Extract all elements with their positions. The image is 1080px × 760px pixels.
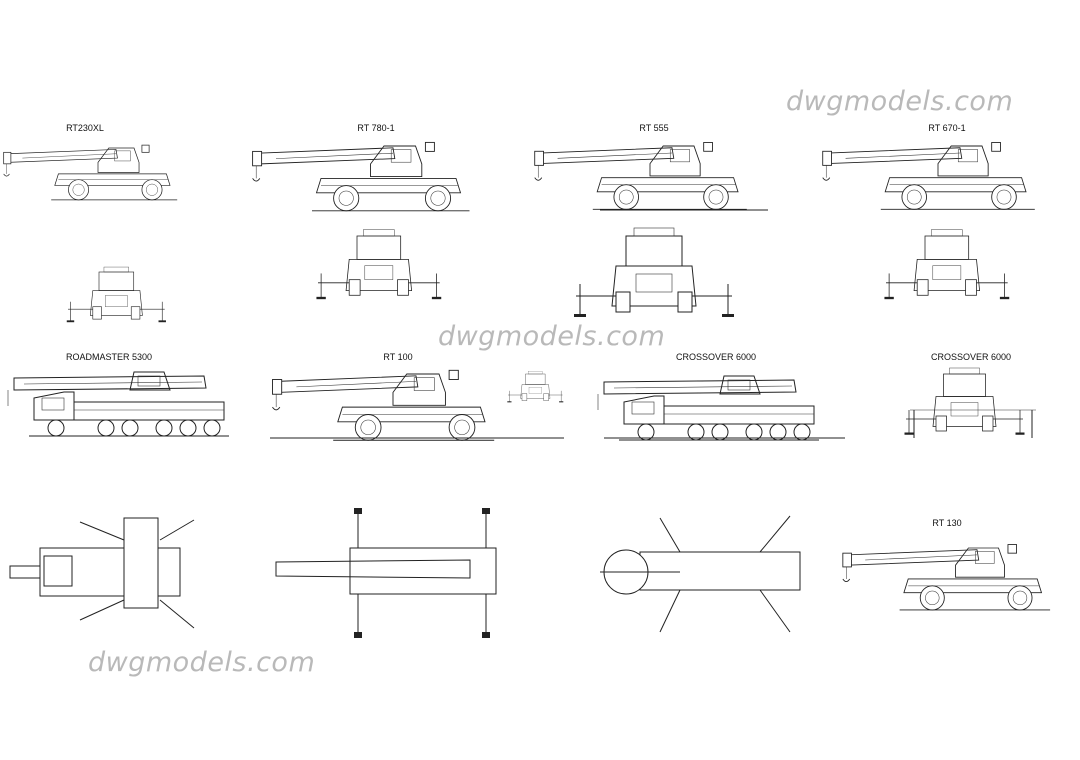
watermark-middle: dwgmodels.com — [438, 321, 666, 352]
roadmaster-top — [9, 517, 195, 629]
label-crossover-a: CROSSOVER 6000 — [675, 352, 757, 362]
rt100-top — [275, 508, 497, 638]
rt670-side — [822, 142, 1036, 210]
rt780-side — [252, 141, 470, 212]
watermark-bottom: dwgmodels.com — [88, 647, 316, 678]
rt230xl-front — [66, 266, 167, 323]
rt670-front — [884, 229, 1010, 300]
rt230xl-side — [3, 144, 178, 201]
label-rt230xl: RT230XL — [66, 123, 104, 133]
label-crossover-b: CROSSOVER 6000 — [930, 352, 1012, 362]
label-roadmaster: ROADMASTER 5300 — [65, 352, 153, 362]
watermark-top: dwgmodels.com — [786, 86, 1014, 117]
label-rt100: RT 100 — [383, 352, 413, 362]
crossover-top — [600, 515, 801, 633]
label-rt555: RT 555 — [639, 123, 669, 133]
crossover-side — [597, 375, 845, 441]
rt780-front — [316, 229, 442, 300]
label-rt130: RT 130 — [932, 518, 962, 528]
rt100-side — [270, 369, 564, 441]
rt555-front — [573, 227, 735, 318]
rt555-side — [534, 142, 768, 211]
crossover-front — [904, 367, 1036, 438]
label-rt670: RT 670-1 — [928, 123, 966, 133]
label-rt780: RT 780-1 — [357, 123, 395, 133]
roadmaster-side — [7, 371, 230, 437]
rt130-side — [842, 544, 1051, 611]
